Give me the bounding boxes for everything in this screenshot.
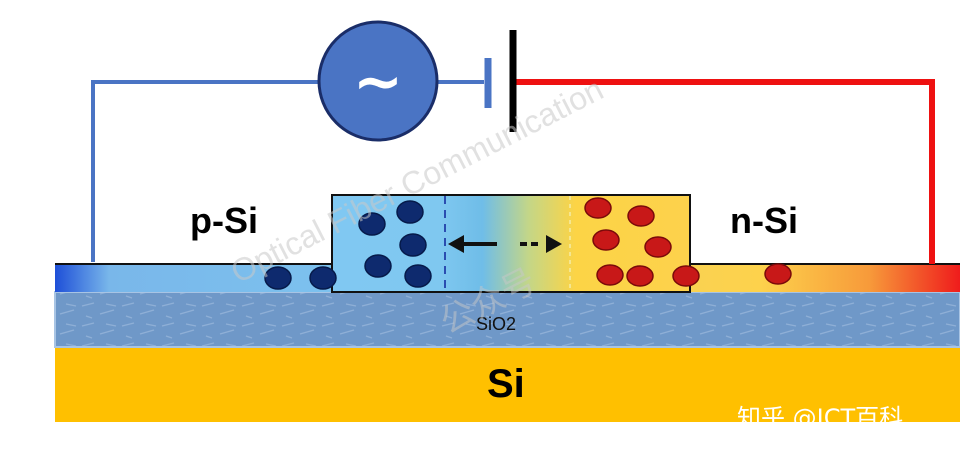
p-si-label: p-Si bbox=[190, 200, 258, 241]
electron bbox=[626, 265, 654, 287]
electron bbox=[596, 264, 624, 286]
hole bbox=[309, 266, 337, 290]
si-substrate bbox=[55, 347, 960, 422]
electron bbox=[672, 265, 700, 287]
hole bbox=[364, 254, 392, 278]
hole bbox=[358, 212, 386, 236]
ac-source-symbol: ~ bbox=[353, 47, 403, 117]
electron bbox=[764, 263, 792, 285]
p-contact-wire bbox=[91, 80, 320, 262]
hole bbox=[396, 200, 424, 224]
electron bbox=[584, 197, 612, 219]
hole bbox=[399, 233, 427, 257]
right-arrow-icon bbox=[520, 235, 562, 253]
electron bbox=[644, 236, 672, 258]
si-substrate-label: Si bbox=[487, 362, 525, 406]
n-contact-wire bbox=[514, 79, 935, 264]
left-arrow-icon bbox=[448, 235, 497, 253]
holes bbox=[264, 200, 432, 290]
n-si-label: n-Si bbox=[730, 200, 798, 241]
sio2-label: SiO2 bbox=[476, 314, 517, 334]
electron bbox=[592, 229, 620, 251]
battery-icon bbox=[484, 30, 517, 132]
electrons bbox=[584, 197, 792, 287]
ac-source-icon: ~ bbox=[317, 20, 439, 142]
electron bbox=[627, 205, 655, 227]
credit-text: 知乎 @ICT百科 bbox=[737, 404, 904, 432]
sio2-layer bbox=[54, 291, 960, 348]
hole bbox=[404, 264, 432, 288]
hole bbox=[264, 266, 292, 290]
